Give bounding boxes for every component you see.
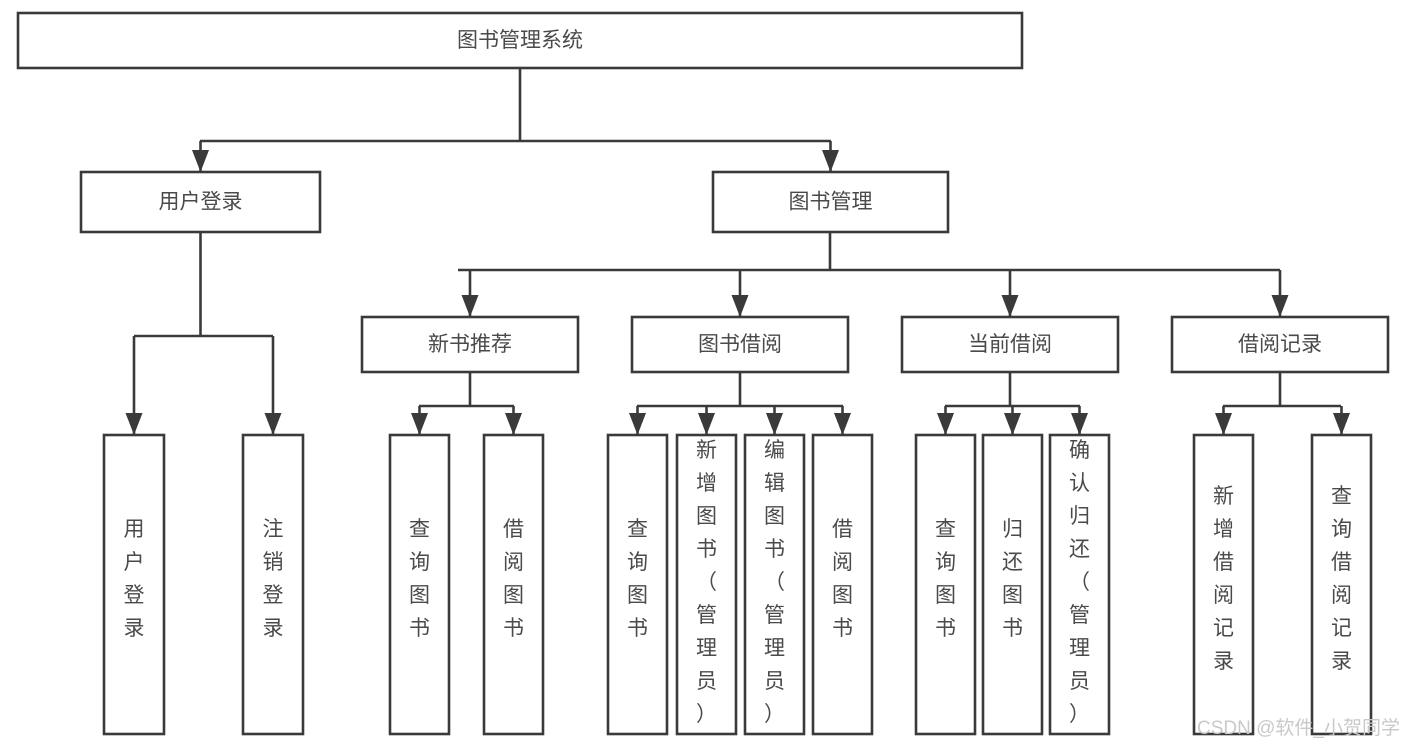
node-box-user-login[interactable]: [79, 170, 322, 234]
arrow-down-icon: [822, 150, 839, 172]
node-label-root: 图书管理系统: [457, 29, 583, 52]
node-label-leaf-add-book-admin: 新增图书（管理员）: [696, 439, 717, 726]
node-leaf-return-book[interactable]: 归还图书: [981, 433, 1044, 736]
node-borrow-record[interactable]: 借阅记录: [1170, 315, 1390, 374]
node-layer: 图书管理系统用户登录图书管理新书推荐图书借阅当前借阅借阅记录用户登录注销登录查询…: [16, 11, 1390, 736]
arrow-down-icon: [192, 150, 209, 172]
node-label-leaf-return-book: 归还图书: [1002, 518, 1023, 640]
arrow-down-icon: [698, 413, 715, 435]
node-box-leaf-add-book-admin[interactable]: [675, 433, 738, 736]
node-label-leaf-query-book-borrow: 查询图书: [627, 518, 648, 640]
node-box-leaf-query-book-recommend[interactable]: [388, 433, 451, 736]
connector-layer: [125, 68, 1350, 435]
node-leaf-query-book-borrow[interactable]: 查询图书: [606, 433, 669, 736]
node-box-leaf-add-borrow-record[interactable]: [1192, 433, 1255, 736]
node-user-login[interactable]: 用户登录: [79, 170, 322, 234]
node-label-current-borrow: 当前借阅: [968, 333, 1052, 356]
node-leaf-add-book-admin[interactable]: 新增图书（管理员）: [675, 433, 738, 736]
node-box-new-book-recommend[interactable]: [360, 315, 580, 374]
node-leaf-query-borrow-record[interactable]: 查询借阅记录: [1310, 433, 1373, 736]
node-label-leaf-logout: 注销登录: [263, 518, 284, 640]
node-box-leaf-logout[interactable]: [241, 433, 305, 736]
node-box-leaf-query-book-current[interactable]: [914, 433, 977, 736]
arrow-down-icon: [731, 295, 749, 317]
node-label-user-login: 用户登录: [159, 191, 243, 214]
node-box-book-manage[interactable]: [711, 170, 950, 234]
node-box-leaf-user-login[interactable]: [102, 433, 166, 736]
node-box-leaf-borrow-book-recommend[interactable]: [482, 433, 545, 736]
arrow-down-icon: [1271, 295, 1289, 317]
node-label-new-book-recommend: 新书推荐: [428, 333, 512, 356]
node-root[interactable]: 图书管理系统: [16, 11, 1024, 70]
arrow-down-icon: [411, 413, 428, 435]
node-label-leaf-confirm-return-admin: 确认归还（管理员）: [1069, 439, 1090, 726]
arrow-down-icon: [505, 413, 522, 435]
node-box-leaf-query-book-borrow[interactable]: [606, 433, 669, 736]
node-leaf-add-borrow-record[interactable]: 新增借阅记录: [1192, 433, 1255, 736]
node-current-borrow[interactable]: 当前借阅: [900, 315, 1120, 374]
arrow-down-icon: [264, 413, 282, 435]
node-book-borrow[interactable]: 图书借阅: [630, 315, 850, 374]
arrow-down-icon: [834, 413, 851, 435]
node-box-root[interactable]: [16, 11, 1024, 70]
node-label-book-manage: 图书管理: [789, 191, 873, 214]
arrow-down-icon: [1215, 413, 1232, 435]
node-label-leaf-query-borrow-record: 查询借阅记录: [1331, 485, 1352, 673]
node-box-borrow-record[interactable]: [1170, 315, 1390, 374]
arrow-down-icon: [766, 413, 783, 435]
csdn-watermark: CSDN @软件_小贺同学: [1197, 717, 1400, 739]
node-leaf-confirm-return-admin[interactable]: 确认归还（管理员）: [1048, 433, 1111, 736]
node-label-book-borrow: 图书借阅: [698, 333, 782, 356]
node-box-leaf-edit-book-admin[interactable]: [743, 433, 806, 736]
node-label-leaf-query-book-recommend: 查询图书: [409, 518, 430, 640]
node-leaf-borrow-book[interactable]: 借阅图书: [811, 433, 874, 736]
arrow-down-icon: [125, 413, 143, 435]
node-book-manage[interactable]: 图书管理: [711, 170, 950, 234]
node-leaf-edit-book-admin[interactable]: 编辑图书（管理员）: [743, 433, 806, 736]
node-label-borrow-record: 借阅记录: [1238, 333, 1322, 356]
node-leaf-logout[interactable]: 注销登录: [241, 433, 305, 736]
node-box-book-borrow[interactable]: [630, 315, 850, 374]
node-leaf-borrow-book-recommend[interactable]: 借阅图书: [482, 433, 545, 736]
node-label-leaf-add-borrow-record: 新增借阅记录: [1213, 485, 1234, 673]
node-label-leaf-borrow-book: 借阅图书: [832, 518, 853, 640]
arrow-down-icon: [937, 413, 954, 435]
node-leaf-query-book-recommend[interactable]: 查询图书: [388, 433, 451, 736]
arrow-down-icon: [629, 413, 646, 435]
arrow-down-icon: [1071, 413, 1088, 435]
arrow-down-icon: [461, 295, 479, 317]
node-leaf-query-book-current[interactable]: 查询图书: [914, 433, 977, 736]
node-box-leaf-confirm-return-admin[interactable]: [1048, 433, 1111, 736]
node-leaf-user-login[interactable]: 用户登录: [102, 433, 166, 736]
node-label-leaf-user-login: 用户登录: [124, 518, 145, 640]
node-label-leaf-edit-book-admin: 编辑图书（管理员）: [764, 439, 785, 726]
node-label-leaf-borrow-book-recommend: 借阅图书: [503, 518, 524, 640]
arrow-down-icon: [1001, 295, 1019, 317]
node-box-current-borrow[interactable]: [900, 315, 1120, 374]
node-box-leaf-query-borrow-record[interactable]: [1310, 433, 1373, 736]
node-box-leaf-borrow-book[interactable]: [811, 433, 874, 736]
node-box-leaf-return-book[interactable]: [981, 433, 1044, 736]
node-label-leaf-query-book-current: 查询图书: [935, 518, 956, 640]
node-new-book-recommend[interactable]: 新书推荐: [360, 315, 580, 374]
arrow-down-icon: [1333, 413, 1350, 435]
arrow-down-icon: [1004, 413, 1021, 435]
